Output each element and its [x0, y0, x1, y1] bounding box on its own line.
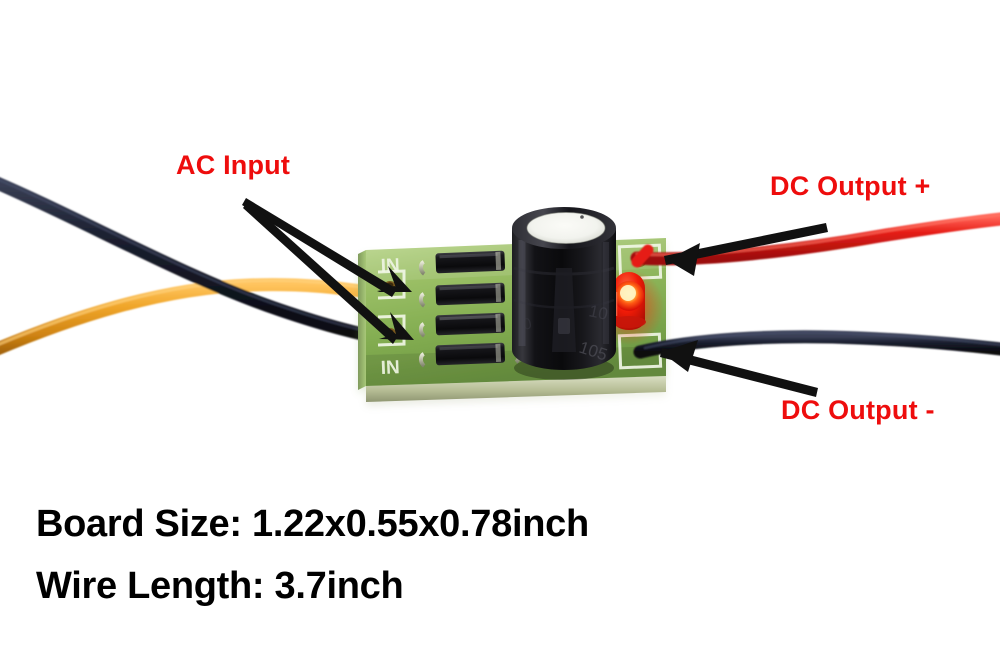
ac-wire-black-highlight — [0, 178, 392, 338]
arrow-ac-input-top — [246, 198, 412, 292]
spec-wire-length: Wire Length: 3.7inch — [36, 565, 404, 607]
annotation-arrows — [242, 198, 828, 397]
dc-wire-red-stub — [631, 244, 654, 268]
led-hotspot — [620, 285, 636, 301]
svg-text:10: 10 — [587, 301, 609, 324]
arrow-dc-output-plus — [664, 223, 828, 265]
arrow-dc-output-minus — [660, 348, 818, 397]
ac-wire-black — [0, 177, 397, 347]
silkscreen-in-top: IN — [380, 255, 400, 277]
silkscreen-in-bottom: IN — [380, 357, 400, 379]
led-flange — [612, 316, 646, 328]
diode-array — [418, 250, 521, 368]
label-dc-output-positive: DC Output + — [770, 171, 931, 201]
svg-text:0: 0 — [521, 315, 534, 334]
pcb-left-edge — [358, 250, 366, 390]
dc-wire-black-out-highlight — [643, 331, 1000, 350]
arrow-ac-input-bottom — [243, 201, 398, 344]
capacitor-top — [527, 212, 605, 244]
pcb-bottom-edge — [366, 376, 666, 402]
capacitor-polarity-stripe — [552, 268, 576, 352]
label-ac-input: AC Input — [176, 150, 291, 180]
electrolytic-capacitor: 10 105 0 — [512, 207, 616, 380]
spec-board-size: Board Size: 1.22x0.55x0.78inch — [36, 503, 589, 545]
label-dc-output-negative: DC Output - — [781, 395, 935, 425]
